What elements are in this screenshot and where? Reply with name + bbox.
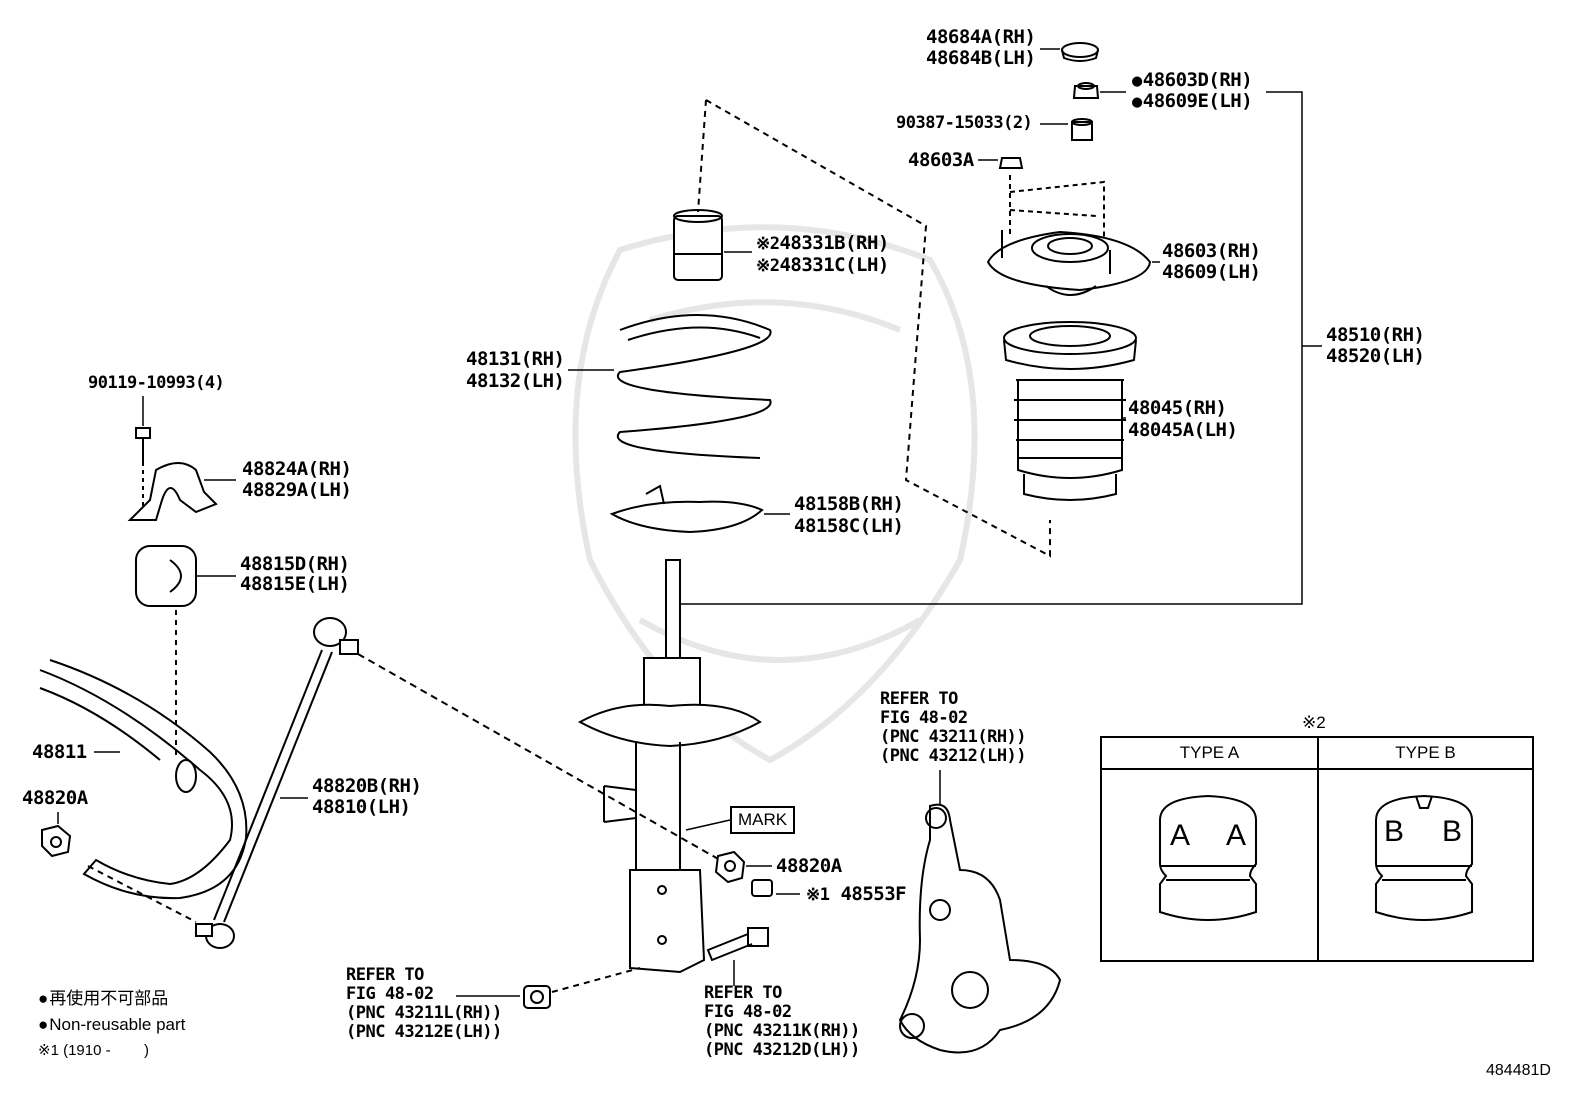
lower-nut bbox=[523, 985, 551, 1009]
bolt-f bbox=[751, 879, 773, 897]
refer-bolt: REFER TO FIG 48-02 (PNC 43211K(RH)) (PNC… bbox=[704, 983, 860, 1060]
refer-knuckle: REFER TO FIG 48-02 (PNC 43211(RH)) (PNC … bbox=[880, 689, 1027, 766]
bump-stopper bbox=[673, 209, 723, 281]
label-bumper-rh: ※248331B(RH) bbox=[756, 232, 889, 254]
label-bolt: 90119-10993(4) bbox=[88, 373, 225, 393]
figure-id: 484481D bbox=[1486, 1062, 1551, 1079]
label-bracket-lh: 48829A(LH) bbox=[242, 479, 352, 501]
nut-top bbox=[1072, 82, 1100, 99]
label-bushing-lh: 48815E(LH) bbox=[240, 573, 350, 595]
label-spring-rh: 48131(RH) bbox=[466, 348, 565, 370]
table-header-type-b: TYPE B bbox=[1319, 738, 1532, 770]
bumper-type-table: TYPE A TYPE B bbox=[1100, 736, 1534, 962]
dust-boot bbox=[1003, 321, 1137, 501]
stabilizer-bushing bbox=[135, 545, 197, 607]
label-bolt-f: ※1 48553F bbox=[806, 883, 907, 905]
label-strut-lh: 48520(LH) bbox=[1326, 345, 1425, 367]
table-title: ※2 bbox=[1302, 713, 1326, 732]
label-bracket-rh: 48824A(RH) bbox=[242, 458, 352, 480]
link-nut-left bbox=[41, 824, 72, 858]
legend-en: Non-reusable part bbox=[38, 1014, 185, 1035]
link-nut-right bbox=[714, 850, 746, 884]
label-strut-rh: 48510(RH) bbox=[1326, 324, 1425, 346]
type-b-letter-right: B bbox=[1442, 815, 1463, 848]
label-cap-rh: 48684A(RH) bbox=[926, 26, 1036, 48]
label-boot-rh: 48045(RH) bbox=[1128, 397, 1227, 419]
label-bumper-lh: ※248331C(LH) bbox=[756, 254, 889, 276]
label-link-nut-right: 48820A bbox=[776, 855, 842, 877]
label-link-lh: 48810(LH) bbox=[312, 796, 411, 818]
stabilizer-bar bbox=[39, 659, 248, 900]
stabilizer-bracket bbox=[127, 462, 218, 521]
legend-note1: ※1 (1910 - ) bbox=[38, 1042, 149, 1059]
table-header-type-a: TYPE A bbox=[1102, 738, 1317, 770]
label-stabilizer: 48811 bbox=[32, 741, 87, 763]
coil-spring bbox=[616, 314, 772, 459]
note2-mark: ※2 bbox=[756, 256, 780, 276]
type-b-letter-left: B bbox=[1384, 815, 1405, 848]
label-support-rh: 48603(RH) bbox=[1162, 240, 1261, 262]
refer-nut: REFER TO FIG 48-02 (PNC 43211L(RH)) (PNC… bbox=[346, 965, 502, 1042]
type-a-letter-right: A bbox=[1226, 819, 1247, 852]
type-a-letter-left: A bbox=[1170, 819, 1191, 852]
steering-knuckle bbox=[898, 803, 1062, 1054]
label-nut-lh: 48609E(LH) bbox=[1132, 91, 1253, 113]
bolt bbox=[135, 427, 151, 462]
label-boot-lh: 48045A(LH) bbox=[1128, 419, 1238, 441]
label-link-rh: 48820B(RH) bbox=[312, 775, 422, 797]
table-divider bbox=[1317, 738, 1319, 960]
label-spring-lh: 48132(LH) bbox=[466, 370, 565, 392]
label-insulator-lh: 48158C(LH) bbox=[794, 515, 904, 537]
label-support-lh: 48609(LH) bbox=[1162, 261, 1261, 283]
label-bushing-rh: 48815D(RH) bbox=[240, 553, 350, 575]
watermark bbox=[572, 224, 978, 764]
lower-bolt bbox=[706, 927, 769, 962]
label-collar: 90387-15033(2) bbox=[896, 113, 1033, 133]
nut-a bbox=[998, 157, 1024, 169]
spring-insulator bbox=[609, 484, 764, 534]
stabilizer-link bbox=[195, 617, 359, 949]
cap bbox=[1061, 42, 1099, 62]
label-link-nut-left: 48820A bbox=[22, 787, 88, 809]
bumper-type-a bbox=[1159, 794, 1257, 921]
note2-mark: ※2 bbox=[756, 234, 780, 254]
label-insulator-rh: 48158B(RH) bbox=[794, 493, 904, 515]
collar bbox=[1071, 118, 1093, 141]
legend-jp: 再使用不可部品 bbox=[38, 988, 168, 1009]
strut-support bbox=[986, 230, 1152, 296]
note1-mark: ※1 bbox=[806, 885, 830, 905]
label-nut-rh: 48603D(RH) bbox=[1132, 70, 1253, 92]
bumper-type-b bbox=[1375, 794, 1473, 921]
shock-absorber bbox=[577, 559, 762, 974]
mark-box: MARK bbox=[730, 806, 796, 834]
label-nut-a: 48603A bbox=[908, 149, 974, 171]
label-cap-lh: 48684B(LH) bbox=[926, 47, 1036, 69]
